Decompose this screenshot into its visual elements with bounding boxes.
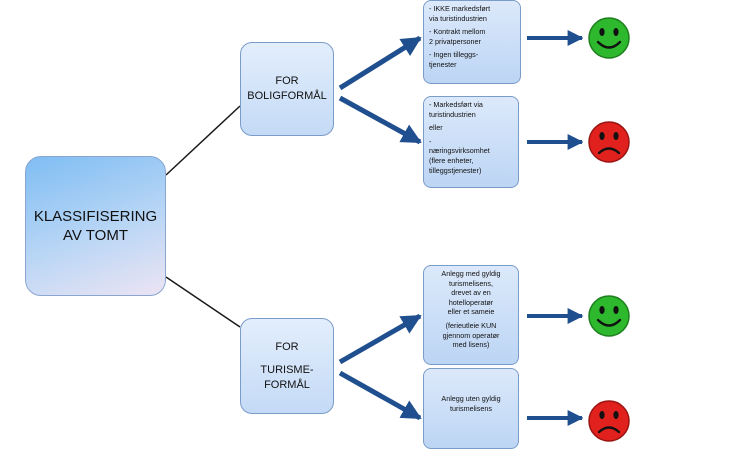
branch-node-bolig: FOR BOLIGFORMÅL bbox=[240, 42, 334, 136]
leaf-line: Anlegg med gyldig bbox=[441, 269, 501, 278]
leaf-line: gjennom operatør bbox=[442, 330, 500, 340]
root-label-line-2: AV TOMT bbox=[62, 227, 128, 244]
leaf-bolig-private: - IKKE markedsført via turistindustrien … bbox=[423, 0, 521, 84]
smiley-sad-icon bbox=[588, 121, 630, 163]
branch-node-turisme: FOR TURISME- FORMÅL bbox=[240, 318, 334, 414]
leaf-line: (ferieutleie KUN bbox=[445, 320, 497, 330]
leaf-bolig-commercial: - Markedsført via turistindustrien eller… bbox=[423, 96, 519, 188]
leaf-spacer bbox=[429, 372, 513, 394]
branch-bolig-line-1: FOR bbox=[275, 75, 299, 87]
connector-root-to-bolig bbox=[165, 105, 241, 176]
smiley-happy-icon bbox=[588, 17, 630, 59]
leaf-line: - Ingen tilleggs- bbox=[429, 50, 479, 60]
leaf-turisme-unlicensed: Anlegg uten gyldig turismelisens bbox=[423, 368, 519, 449]
root-label: KLASSIFISERING AV TOMT bbox=[34, 207, 157, 245]
leaf-line: Anlegg uten gyldig bbox=[441, 394, 501, 403]
branch-bolig-line-2: BOLIGFORMÅL bbox=[247, 90, 327, 102]
leaf-line: tilleggstjenester) bbox=[429, 165, 482, 175]
arrow-turisme-to-leaf-2 bbox=[338, 370, 422, 421]
branch-turisme-line-1: FOR bbox=[275, 340, 299, 353]
leaf-line: næringsvirksomhet bbox=[429, 146, 490, 156]
leaf-line: hotelloperatør bbox=[448, 297, 494, 307]
leaf-line: eller et sameie bbox=[447, 307, 495, 317]
leaf-line: med lisens) bbox=[452, 340, 490, 350]
leaf-line: - IKKE markedsført bbox=[429, 4, 491, 13]
leaf-line: 2 privatpersoner bbox=[429, 36, 481, 46]
leaf-line: turismelisens bbox=[450, 403, 492, 413]
branch-turisme-line-2: TURISME- bbox=[260, 363, 314, 376]
branch-turisme-line-3: FORMÅL bbox=[264, 378, 310, 391]
arrow-turisme-to-leaf-1 bbox=[338, 313, 422, 365]
leaf-line: - Kontrakt mellom bbox=[429, 27, 486, 37]
leaf-line: drevet av en bbox=[451, 288, 491, 298]
leaf-line: eller bbox=[429, 123, 443, 133]
smiley-sad-icon bbox=[588, 400, 630, 442]
leaf-line: via turistindustrien bbox=[429, 13, 487, 23]
root-label-line-1: KLASSIFISERING bbox=[33, 208, 158, 225]
leaf-line: - bbox=[429, 136, 432, 146]
connector-root-to-turisme bbox=[165, 276, 241, 328]
leaf-line: (flere enheter, bbox=[429, 155, 474, 165]
root-node: KLASSIFISERING AV TOMT bbox=[25, 156, 166, 296]
leaf-turisme-licensed: Anlegg med gyldig turismelisens, drevet … bbox=[423, 265, 519, 365]
leaf-line: - Markedsført via bbox=[429, 100, 483, 109]
arrow-bolig-to-leaf-2 bbox=[338, 95, 422, 145]
smiley-happy-icon bbox=[588, 295, 630, 337]
arrow-bolig-to-leaf-1 bbox=[338, 35, 422, 91]
leaf-line: tjenester bbox=[429, 59, 457, 69]
leaf-line: turistindustrien bbox=[429, 109, 476, 119]
leaf-line: turismelisens, bbox=[449, 278, 493, 288]
